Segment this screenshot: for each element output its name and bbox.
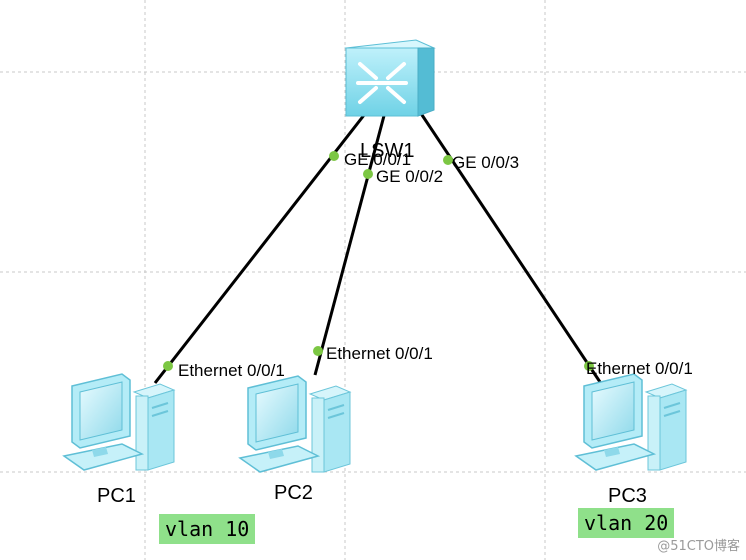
port-label-ge003: GE 0/0/3: [452, 153, 519, 172]
switch-label: LSW1: [360, 140, 414, 162]
pc1-icon[interactable]: [63, 373, 175, 471]
vlan-10-label: vlan 10: [159, 514, 256, 544]
vlan-20-label: vlan 20: [578, 508, 675, 538]
port-label-ge002: GE 0/0/2: [376, 167, 443, 186]
port-label-pc3-eth: Ethernet 0/0/1: [586, 359, 693, 378]
switch-arrows-icon: [356, 62, 408, 104]
port-label-pc1-eth: Ethernet 0/0/1: [178, 361, 285, 380]
port-dot: [163, 361, 173, 371]
port-label-ge001: GE 0/0/1: [344, 150, 411, 169]
pc2-label: PC2: [274, 482, 313, 504]
pc3-icon[interactable]: [575, 373, 687, 471]
port-dot: [584, 361, 594, 371]
port-dot: [329, 151, 339, 161]
link-lsw1-pc1[interactable]: [153, 109, 370, 384]
port-dots: [163, 151, 594, 371]
port-dot: [363, 169, 373, 179]
port-label-pc2-eth: Ethernet 0/0/1: [326, 344, 433, 363]
pc3-label: PC3: [608, 485, 647, 507]
switch-lsw1[interactable]: [344, 39, 436, 117]
watermark: @51CTO博客: [657, 539, 740, 554]
pc1-label: PC1: [97, 485, 136, 507]
port-dot: [313, 346, 323, 356]
pc2-icon[interactable]: [239, 375, 351, 473]
port-dot: [443, 155, 453, 165]
switch-side-face: [417, 47, 435, 117]
link-lsw1-pc2[interactable]: [313, 111, 387, 376]
